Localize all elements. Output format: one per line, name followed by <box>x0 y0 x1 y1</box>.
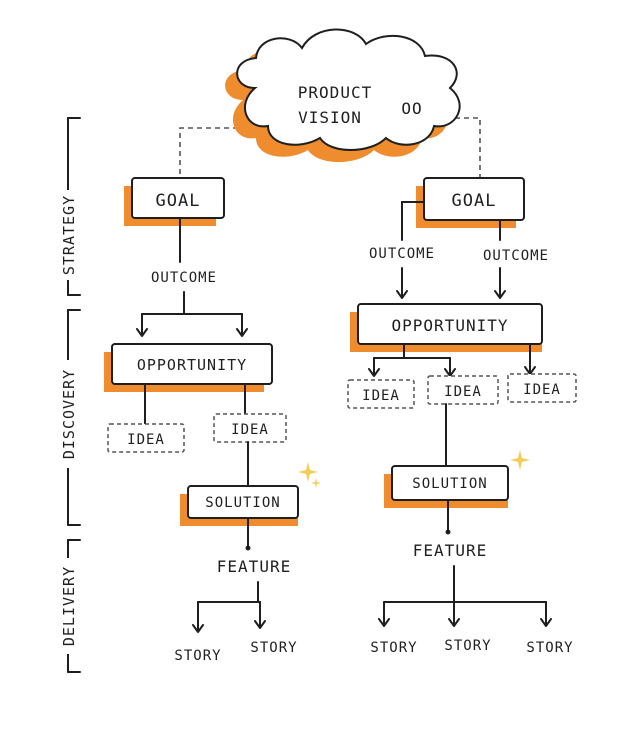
right-story-label-3: STORY <box>526 640 573 656</box>
right-outcome-label-1: OUTCOME <box>369 246 435 262</box>
left-opportunity-box <box>111 343 273 385</box>
right-opportunity-label: OPPORTUNITY <box>392 316 509 335</box>
right-opportunity-arrow-1 <box>368 357 380 377</box>
cloud-eyes: OO <box>401 99 422 118</box>
phase-label-strategy: STRATEGY <box>60 195 78 275</box>
phase-label-discovery: DISCOVERY <box>60 369 78 459</box>
phase-sidebar: STRATEGY DISCOVERY DELIVERY <box>56 117 81 673</box>
product-vision-cloud: PRODUCT VISION OO <box>225 28 461 162</box>
right-opportunity-arrow-2 <box>444 357 456 377</box>
left-tree: GOAL OUTCOME OPPORTUNITY IDEA IDEA SOLUT… <box>104 177 321 664</box>
left-solution-box <box>187 485 299 519</box>
left-outcome-arrow-1 <box>136 313 148 337</box>
left-feature-arrow-2 <box>254 601 266 629</box>
left-solution-label: SOLUTION <box>205 495 280 511</box>
right-goal-box <box>423 177 525 221</box>
right-feature-label: FEATURE <box>413 541 487 560</box>
right-opportunity-box <box>357 303 543 345</box>
right-goal-label: GOAL <box>452 191 497 211</box>
right-idea-box-1 <box>347 379 415 409</box>
left-idea-box-1 <box>107 423 185 453</box>
right-feature-arrow-1 <box>378 601 390 627</box>
left-goal-label: GOAL <box>156 191 201 211</box>
cloud-shape <box>236 28 461 151</box>
left-opportunity-label: OPPORTUNITY <box>137 356 247 374</box>
vision-title-line1: PRODUCT <box>298 83 372 102</box>
right-outcome-label-2: OUTCOME <box>483 248 549 264</box>
right-idea-label-2: IDEA <box>444 384 482 400</box>
vision-to-right-goal <box>455 117 481 178</box>
right-idea-label-3: IDEA <box>523 382 561 398</box>
left-outcome-arrow-2 <box>236 313 248 337</box>
right-feature-arrow-3 <box>540 601 552 627</box>
left-story-label-1: STORY <box>174 648 221 664</box>
right-feature-arrow-2 <box>448 601 460 627</box>
vision-title-line2: VISION <box>298 108 362 127</box>
left-sparkle-icon <box>298 462 318 482</box>
left-goal-box <box>131 177 225 219</box>
right-outcome-arrow-1 <box>396 267 408 299</box>
left-idea-box-2 <box>213 413 287 443</box>
right-solution-box <box>391 465 509 501</box>
right-solution-label: SOLUTION <box>412 476 487 492</box>
right-outcome-arrow-2 <box>494 267 506 299</box>
right-sparkle-icon <box>510 450 530 470</box>
right-tree: GOAL OUTCOME OUTCOME OPPORTUNITY IDEA ID… <box>347 177 577 656</box>
right-story-label-1: STORY <box>370 640 417 656</box>
left-idea-label-1: IDEA <box>127 432 165 448</box>
left-feature-arrow-1 <box>192 601 204 633</box>
right-idea-box-3 <box>507 373 577 403</box>
left-story-label-2: STORY <box>250 640 297 656</box>
right-story-label-2: STORY <box>444 638 491 654</box>
left-sparkle-small-icon <box>311 478 321 488</box>
left-outcome-label: OUTCOME <box>151 270 217 286</box>
left-feature-label: FEATURE <box>217 557 291 576</box>
right-idea-box-2 <box>427 375 499 405</box>
right-idea-label-1: IDEA <box>362 388 400 404</box>
phase-label-delivery: DELIVERY <box>60 566 78 646</box>
left-idea-label-2: IDEA <box>231 422 269 438</box>
